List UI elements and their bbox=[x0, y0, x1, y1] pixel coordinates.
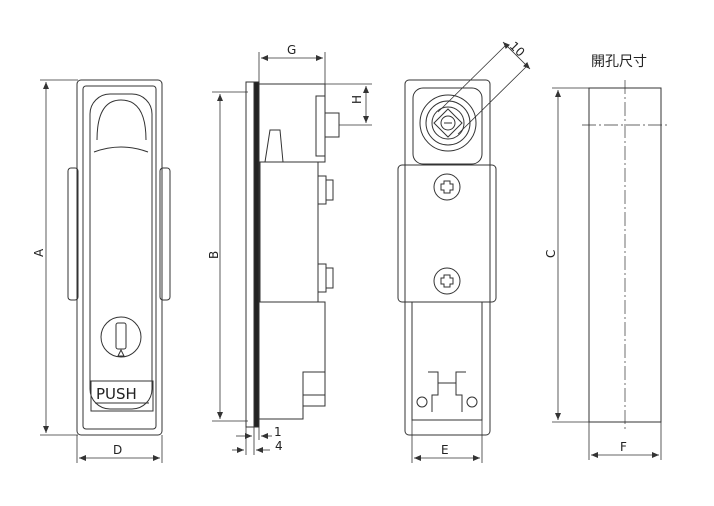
dim-a-label: A bbox=[32, 248, 46, 257]
dim-c bbox=[552, 87, 589, 423]
dim-four-label: 4 bbox=[275, 439, 283, 453]
dim-one-label: 1 bbox=[274, 425, 282, 439]
side-view bbox=[245, 81, 340, 428]
dim-d bbox=[76, 435, 163, 463]
dim-e bbox=[411, 420, 483, 463]
dim-a bbox=[40, 79, 78, 436]
dim-d-label: D bbox=[113, 443, 122, 457]
cutout-title: 開孔尺寸 bbox=[591, 54, 647, 70]
dim-f-label: F bbox=[620, 440, 627, 454]
dim-b-label: B bbox=[207, 251, 221, 259]
dim-g bbox=[258, 52, 326, 98]
dim-f bbox=[588, 422, 662, 460]
dim-h bbox=[325, 83, 372, 126]
cutout-view bbox=[582, 80, 668, 430]
dim-ten-label: 10 bbox=[507, 39, 528, 60]
dim-c-label: C bbox=[544, 250, 558, 258]
dim-g-label: G bbox=[287, 43, 296, 57]
front-view: PUSH bbox=[67, 79, 171, 436]
dim-thickness bbox=[232, 427, 272, 455]
rear-view bbox=[397, 79, 497, 436]
dim-ten bbox=[437, 41, 531, 135]
dim-b bbox=[212, 91, 248, 422]
push-label: PUSH bbox=[96, 385, 137, 403]
dim-e-label: E bbox=[441, 443, 449, 457]
dim-h-label: H bbox=[350, 95, 364, 104]
